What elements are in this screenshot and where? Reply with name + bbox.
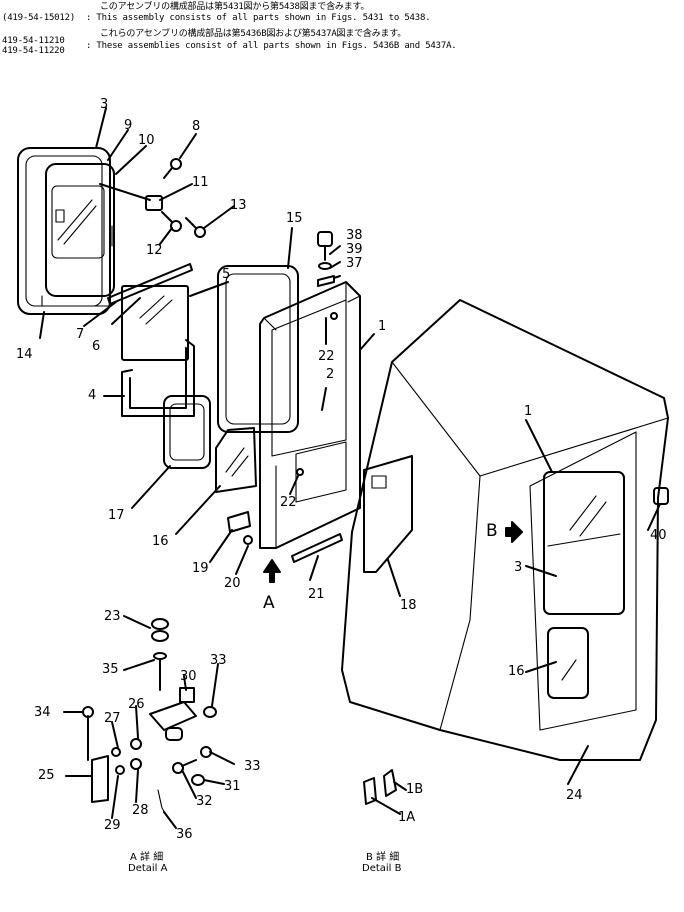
header-line1-code: (419-54-15012) bbox=[2, 13, 76, 23]
header-line2-code-b: 419-54-11220 bbox=[2, 46, 65, 56]
callout-15: 15 bbox=[286, 211, 303, 226]
callout-8: 8 bbox=[192, 119, 201, 134]
callout-32: 32 bbox=[196, 794, 213, 809]
callout-14: 14 bbox=[16, 347, 33, 362]
cab-body bbox=[341, 299, 669, 761]
header-line2-code-a: 419-54-11210 bbox=[2, 36, 65, 46]
callout-35: 35 bbox=[102, 662, 119, 677]
callout-28: 28 bbox=[132, 803, 149, 818]
view-b-label: B bbox=[486, 521, 498, 541]
callout-34: 34 bbox=[34, 705, 51, 720]
hinge-parts bbox=[99, 158, 206, 247]
callout-36: 36 bbox=[176, 827, 193, 842]
callout-12: 12 bbox=[146, 243, 163, 258]
callout-20: 20 bbox=[224, 576, 241, 591]
callout-5: 5 bbox=[222, 267, 231, 282]
detail-a-caption-jp: A 詳 細 bbox=[130, 852, 164, 863]
callout-1-cab: 1 bbox=[524, 404, 533, 419]
callout-38: 38 bbox=[346, 228, 363, 243]
leader-lines bbox=[39, 107, 661, 829]
callout-37: 37 bbox=[346, 256, 363, 271]
header-line2-en: : These assemblies consist of all parts … bbox=[86, 41, 457, 51]
callout-40: 40 bbox=[650, 528, 667, 543]
detail-a-parts bbox=[82, 618, 217, 819]
detail-a-caption-en: Detail A bbox=[128, 863, 168, 874]
callout-22-lower: 22 bbox=[280, 495, 297, 510]
callout-27: 27 bbox=[104, 711, 121, 726]
callout-30: 30 bbox=[180, 669, 197, 684]
header-line2-jp: これらのアセンブリの構成部品は第5436B図および第5437A図まで含みます。 bbox=[100, 29, 407, 39]
view-a-label: A bbox=[263, 593, 275, 613]
callout-13: 13 bbox=[230, 198, 247, 213]
seal-15 bbox=[217, 265, 299, 433]
callout-33-lower: 33 bbox=[244, 759, 261, 774]
callout-3-cab: 3 bbox=[514, 560, 523, 575]
door-frame bbox=[259, 281, 361, 549]
callout-21: 21 bbox=[308, 587, 325, 602]
small-window-parts bbox=[163, 395, 257, 493]
callout-7: 7 bbox=[76, 327, 85, 342]
callout-33-upper: 33 bbox=[210, 653, 227, 668]
callout-18: 18 bbox=[400, 598, 417, 613]
callout-1: 1 bbox=[378, 319, 387, 334]
callout-24: 24 bbox=[566, 788, 583, 803]
strip-and-glass bbox=[107, 263, 193, 361]
callout-22-upper: 22 bbox=[318, 349, 335, 364]
callout-1b: 1B bbox=[406, 782, 424, 797]
callout-26: 26 bbox=[128, 697, 145, 712]
callout-31: 31 bbox=[224, 779, 241, 794]
callout-11: 11 bbox=[192, 175, 209, 190]
door-panel-18 bbox=[363, 455, 413, 573]
callout-4: 4 bbox=[88, 388, 97, 403]
detail-b-caption-jp: B 詳 細 bbox=[366, 852, 400, 863]
callout-3: 3 bbox=[100, 97, 109, 112]
callout-16: 16 bbox=[152, 534, 169, 549]
callout-25: 25 bbox=[38, 768, 55, 783]
callout-9: 9 bbox=[124, 118, 133, 133]
header-line1-jp: このアセンブリの構成部品は第5431図から第5438図まで含みます。 bbox=[100, 2, 370, 12]
seal-4 bbox=[121, 339, 195, 417]
detail-b-parts bbox=[363, 769, 397, 805]
callout-19: 19 bbox=[192, 561, 209, 576]
callout-16-cab: 16 bbox=[508, 664, 525, 679]
callout-1a: 1A bbox=[398, 810, 416, 825]
callout-2: 2 bbox=[326, 367, 335, 382]
callout-10: 10 bbox=[138, 133, 155, 148]
callout-17: 17 bbox=[108, 508, 125, 523]
callout-23: 23 bbox=[104, 609, 121, 624]
callout-29: 29 bbox=[104, 818, 121, 833]
detail-b-caption-en: Detail B bbox=[362, 863, 402, 874]
callout-39: 39 bbox=[346, 242, 363, 257]
callout-6: 6 bbox=[92, 339, 101, 354]
header-line1-en: : This assembly consists of all parts sh… bbox=[86, 13, 431, 23]
rear-window-assembly bbox=[17, 147, 115, 315]
